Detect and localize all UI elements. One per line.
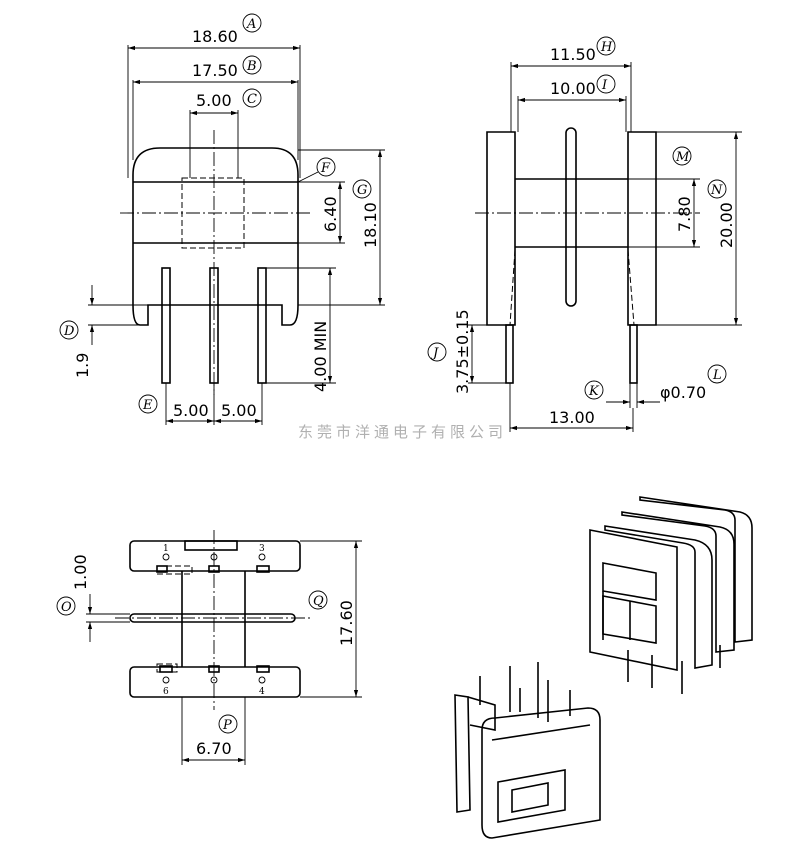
- bottom-notch-top: [184, 540, 238, 551]
- label-k: K: [588, 384, 600, 399]
- dim-a-value: 18.60: [192, 27, 238, 46]
- side-pin-left: [505, 324, 514, 384]
- label-p-circle: [218, 714, 238, 734]
- bottom-pad-3: [256, 565, 270, 573]
- label-n-circle: [707, 179, 727, 199]
- bottom-view: 1 3 6 4 1.00 O 17.60 Q 6.70 P: [56, 530, 362, 765]
- front-view: 18.60 A 17.50 B 5.00 C F 6.40 18.10 G: [59, 13, 385, 425]
- dim-n-value: 20.00: [717, 202, 736, 248]
- isometric-view-upper: [589, 496, 753, 694]
- label-c: C: [247, 92, 257, 107]
- iso-lower-front-face: [481, 707, 601, 839]
- iso-lower-front-top-edge: [491, 724, 591, 741]
- label-m: M: [675, 150, 690, 165]
- dim-p-value: 6.70: [196, 739, 232, 758]
- label-l-circle: [707, 364, 727, 384]
- pin-number-4: 4: [259, 687, 265, 697]
- label-e: E: [142, 398, 153, 413]
- dim-c-value: 5.00: [196, 91, 232, 110]
- side-flange-left: [486, 131, 516, 326]
- iso-upper-window-top: [602, 562, 657, 601]
- label-d-circle: [59, 320, 79, 340]
- label-g: G: [357, 183, 367, 198]
- label-q: Q: [313, 594, 324, 609]
- label-j-circle: [427, 342, 447, 362]
- side-view: 11.50 H 10.00 I 7.80 M 20.00 N 3.75±0.15…: [427, 36, 742, 432]
- label-i: I: [601, 78, 608, 93]
- dim-j-value: 3.75±0.15: [453, 309, 472, 394]
- pin-number-6: 6: [163, 687, 169, 697]
- bottom-flange-bottom: [129, 666, 301, 698]
- dim-h-value: 11.50: [550, 45, 596, 64]
- side-hidden-left: [509, 249, 516, 326]
- dim-i-value: 10.00: [550, 79, 596, 98]
- label-q-circle: [308, 590, 328, 610]
- iso-upper-flange-mid: [621, 511, 735, 653]
- dim-m-value: 7.80: [675, 196, 694, 232]
- bottom-pad-1: [156, 565, 168, 573]
- iso-upper-flange-front-top: [604, 525, 713, 669]
- dim-pitch-left-value: 5.00: [173, 401, 209, 420]
- bottom-pin-hole-6: [162, 676, 170, 684]
- dim-total-value: 13.00: [549, 408, 595, 427]
- dim-b-value: 17.50: [192, 61, 238, 80]
- label-e-circle: [138, 394, 158, 414]
- side-flange-right: [627, 131, 657, 326]
- label-o: O: [61, 600, 72, 615]
- bottom-pin-hole-3: [258, 553, 266, 561]
- dim-g-value: 18.10: [361, 202, 380, 248]
- iso-upper-core: [602, 595, 657, 644]
- label-j: J: [430, 346, 439, 361]
- bottom-pin-hole-4: [258, 676, 266, 684]
- dim-o-value: 1.00: [71, 554, 90, 590]
- pin-number-3: 3: [259, 544, 265, 554]
- company-watermark: 东莞市洋通电子有限公司: [298, 423, 507, 441]
- label-a-circle: [242, 13, 262, 33]
- bottom-pad-6: [256, 665, 270, 673]
- bottom-pin-hole-1: [162, 553, 170, 561]
- front-pin-left: [161, 267, 171, 384]
- dim-g-inner-value: 6.40: [321, 196, 340, 232]
- label-g-circle: [352, 179, 372, 199]
- label-o-circle: [56, 596, 76, 616]
- iso-upper-flange-back: [639, 496, 753, 643]
- label-n: N: [710, 183, 723, 198]
- label-i-circle: [596, 74, 616, 94]
- label-a: A: [246, 17, 256, 32]
- iso-lower-flange-back: [454, 694, 471, 813]
- dim-q-value: 17.60: [337, 600, 356, 646]
- dim-l-value: φ0.70: [660, 383, 706, 402]
- side-pin-right: [629, 324, 638, 384]
- dim-pitch-right-value: 5.00: [221, 401, 257, 420]
- label-b-circle: [242, 55, 262, 75]
- iso-lower-flange-top: [467, 696, 496, 731]
- pin-number-1: 1: [163, 544, 169, 554]
- front-bobbin-outline: [132, 147, 299, 326]
- dim-d-value: 1.9: [73, 353, 92, 378]
- side-hidden-right: [627, 249, 635, 326]
- label-l: L: [712, 368, 722, 383]
- iso-lower-core: [511, 782, 549, 813]
- front-pin-right: [257, 267, 267, 384]
- label-c-circle: [242, 88, 262, 108]
- side-center-fin: [565, 127, 577, 307]
- label-f-circle: [316, 157, 336, 177]
- label-k-circle: [584, 380, 604, 400]
- isometric-view-lower: [454, 662, 601, 839]
- label-b: B: [246, 59, 257, 74]
- bottom-pad-4: [159, 665, 173, 673]
- label-m-circle: [672, 146, 692, 166]
- iso-upper-front-face: [589, 529, 678, 671]
- label-h: H: [600, 40, 613, 55]
- iso-lower-window: [497, 769, 566, 823]
- dim-pin-min-value: 4.00 MIN: [311, 321, 330, 392]
- label-f-leader: [297, 171, 319, 183]
- bottom-pin-hole-5: [210, 676, 218, 684]
- label-p: P: [222, 718, 232, 733]
- label-h-circle: [596, 36, 616, 56]
- label-f: F: [320, 161, 331, 176]
- label-d: D: [63, 324, 75, 339]
